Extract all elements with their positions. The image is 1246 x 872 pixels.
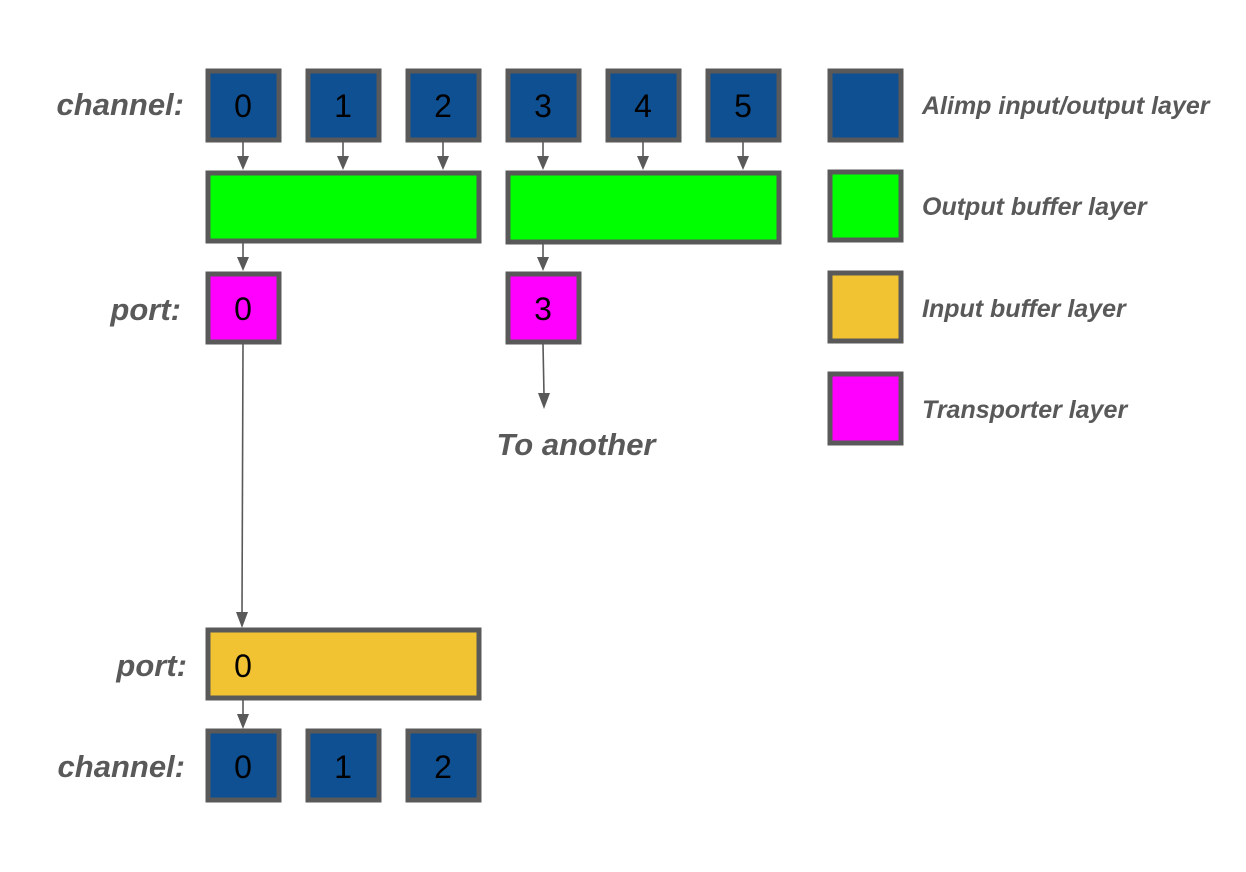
output-buffer-right [505, 170, 782, 245]
legend-item-output-buffer: Output buffer layer [827, 169, 1148, 243]
alimp-box [705, 68, 782, 143]
arrow-head-icon [537, 156, 549, 170]
channel-number: 2 [434, 749, 452, 785]
legend-item-alimp: Alimp input/output layer [827, 68, 1211, 143]
top-channel-label: channel: [57, 87, 184, 122]
channel-number: 5 [734, 88, 752, 124]
bottom-channel-box: 1 [305, 728, 382, 803]
bottom-channel-row: 0 1 2 [205, 728, 482, 803]
arrow-line [542, 343, 545, 396]
transporter-port: 3 [505, 271, 582, 345]
top-channel-box: 3 [505, 68, 582, 143]
legend-label: Output buffer layer [922, 193, 1148, 221]
to-another-label: To another [496, 427, 657, 462]
arrow-head-icon [537, 257, 549, 271]
arrow-line [241, 343, 244, 615]
input-buffer: 0 [205, 627, 482, 701]
alimp-box [405, 728, 482, 803]
arrow-head-icon [237, 156, 249, 170]
alimp-box [305, 68, 382, 143]
legend-label: Input buffer layer [922, 295, 1127, 323]
alimp-box [205, 728, 282, 803]
channel-number: 0 [234, 749, 252, 785]
top-channel-box: 2 [405, 68, 482, 143]
alimp-box [205, 68, 282, 143]
channel-number: 1 [334, 88, 352, 124]
input-buffer-box [205, 627, 482, 701]
port-number: 3 [534, 291, 552, 327]
legend-label: Transporter layer [922, 396, 1128, 424]
legend-label: Alimp input/output layer [921, 92, 1211, 120]
alimp-box [405, 68, 482, 143]
transporter-box [505, 271, 582, 345]
channel-to-buffer-arrows [237, 142, 749, 170]
bottom-channel-box: 0 [205, 728, 282, 803]
arrow-head-icon [637, 156, 649, 170]
alimp-box [505, 68, 582, 143]
arrow-head-icon [538, 393, 550, 409]
arrow-head-icon [737, 156, 749, 170]
channel-number: 2 [434, 88, 452, 124]
port-number: 0 [234, 648, 252, 684]
bottom-channel-label: channel: [58, 749, 185, 784]
legend: Alimp input/output layer Output buffer l… [827, 68, 1211, 446]
top-channel-box: 5 [705, 68, 782, 143]
transporter-port: 0 [205, 271, 282, 345]
arrow-head-icon [236, 612, 248, 628]
alimp-box [305, 728, 382, 803]
port-number: 0 [234, 291, 252, 327]
top-channel-row: 0 1 2 3 4 5 [205, 68, 782, 143]
legend-swatch-output-buffer [827, 169, 904, 243]
arrow-head-icon [237, 714, 249, 729]
legend-swatch-transporter [827, 371, 904, 446]
transporter-box [205, 271, 282, 345]
channel-number: 0 [234, 88, 252, 124]
top-channel-box: 4 [605, 68, 682, 143]
top-channel-box: 1 [305, 68, 382, 143]
legend-item-input-buffer: Input buffer layer [827, 270, 1127, 344]
channel-number: 4 [634, 88, 652, 124]
channel-number: 3 [534, 88, 552, 124]
arrow-head-icon [337, 156, 349, 170]
arrow-head-icon [437, 156, 449, 170]
legend-swatch-alimp [827, 68, 904, 143]
arrow-head-icon [237, 257, 249, 271]
bottom-channel-box: 2 [405, 728, 482, 803]
top-channel-box: 0 [205, 68, 282, 143]
alimp-box [605, 68, 682, 143]
legend-item-transporter: Transporter layer [827, 371, 1128, 446]
channel-number: 1 [334, 749, 352, 785]
top-port-label: port: [109, 292, 181, 327]
legend-swatch-input-buffer [827, 270, 904, 344]
output-buffer-left [205, 170, 482, 244]
bottom-port-label: port: [115, 648, 187, 683]
